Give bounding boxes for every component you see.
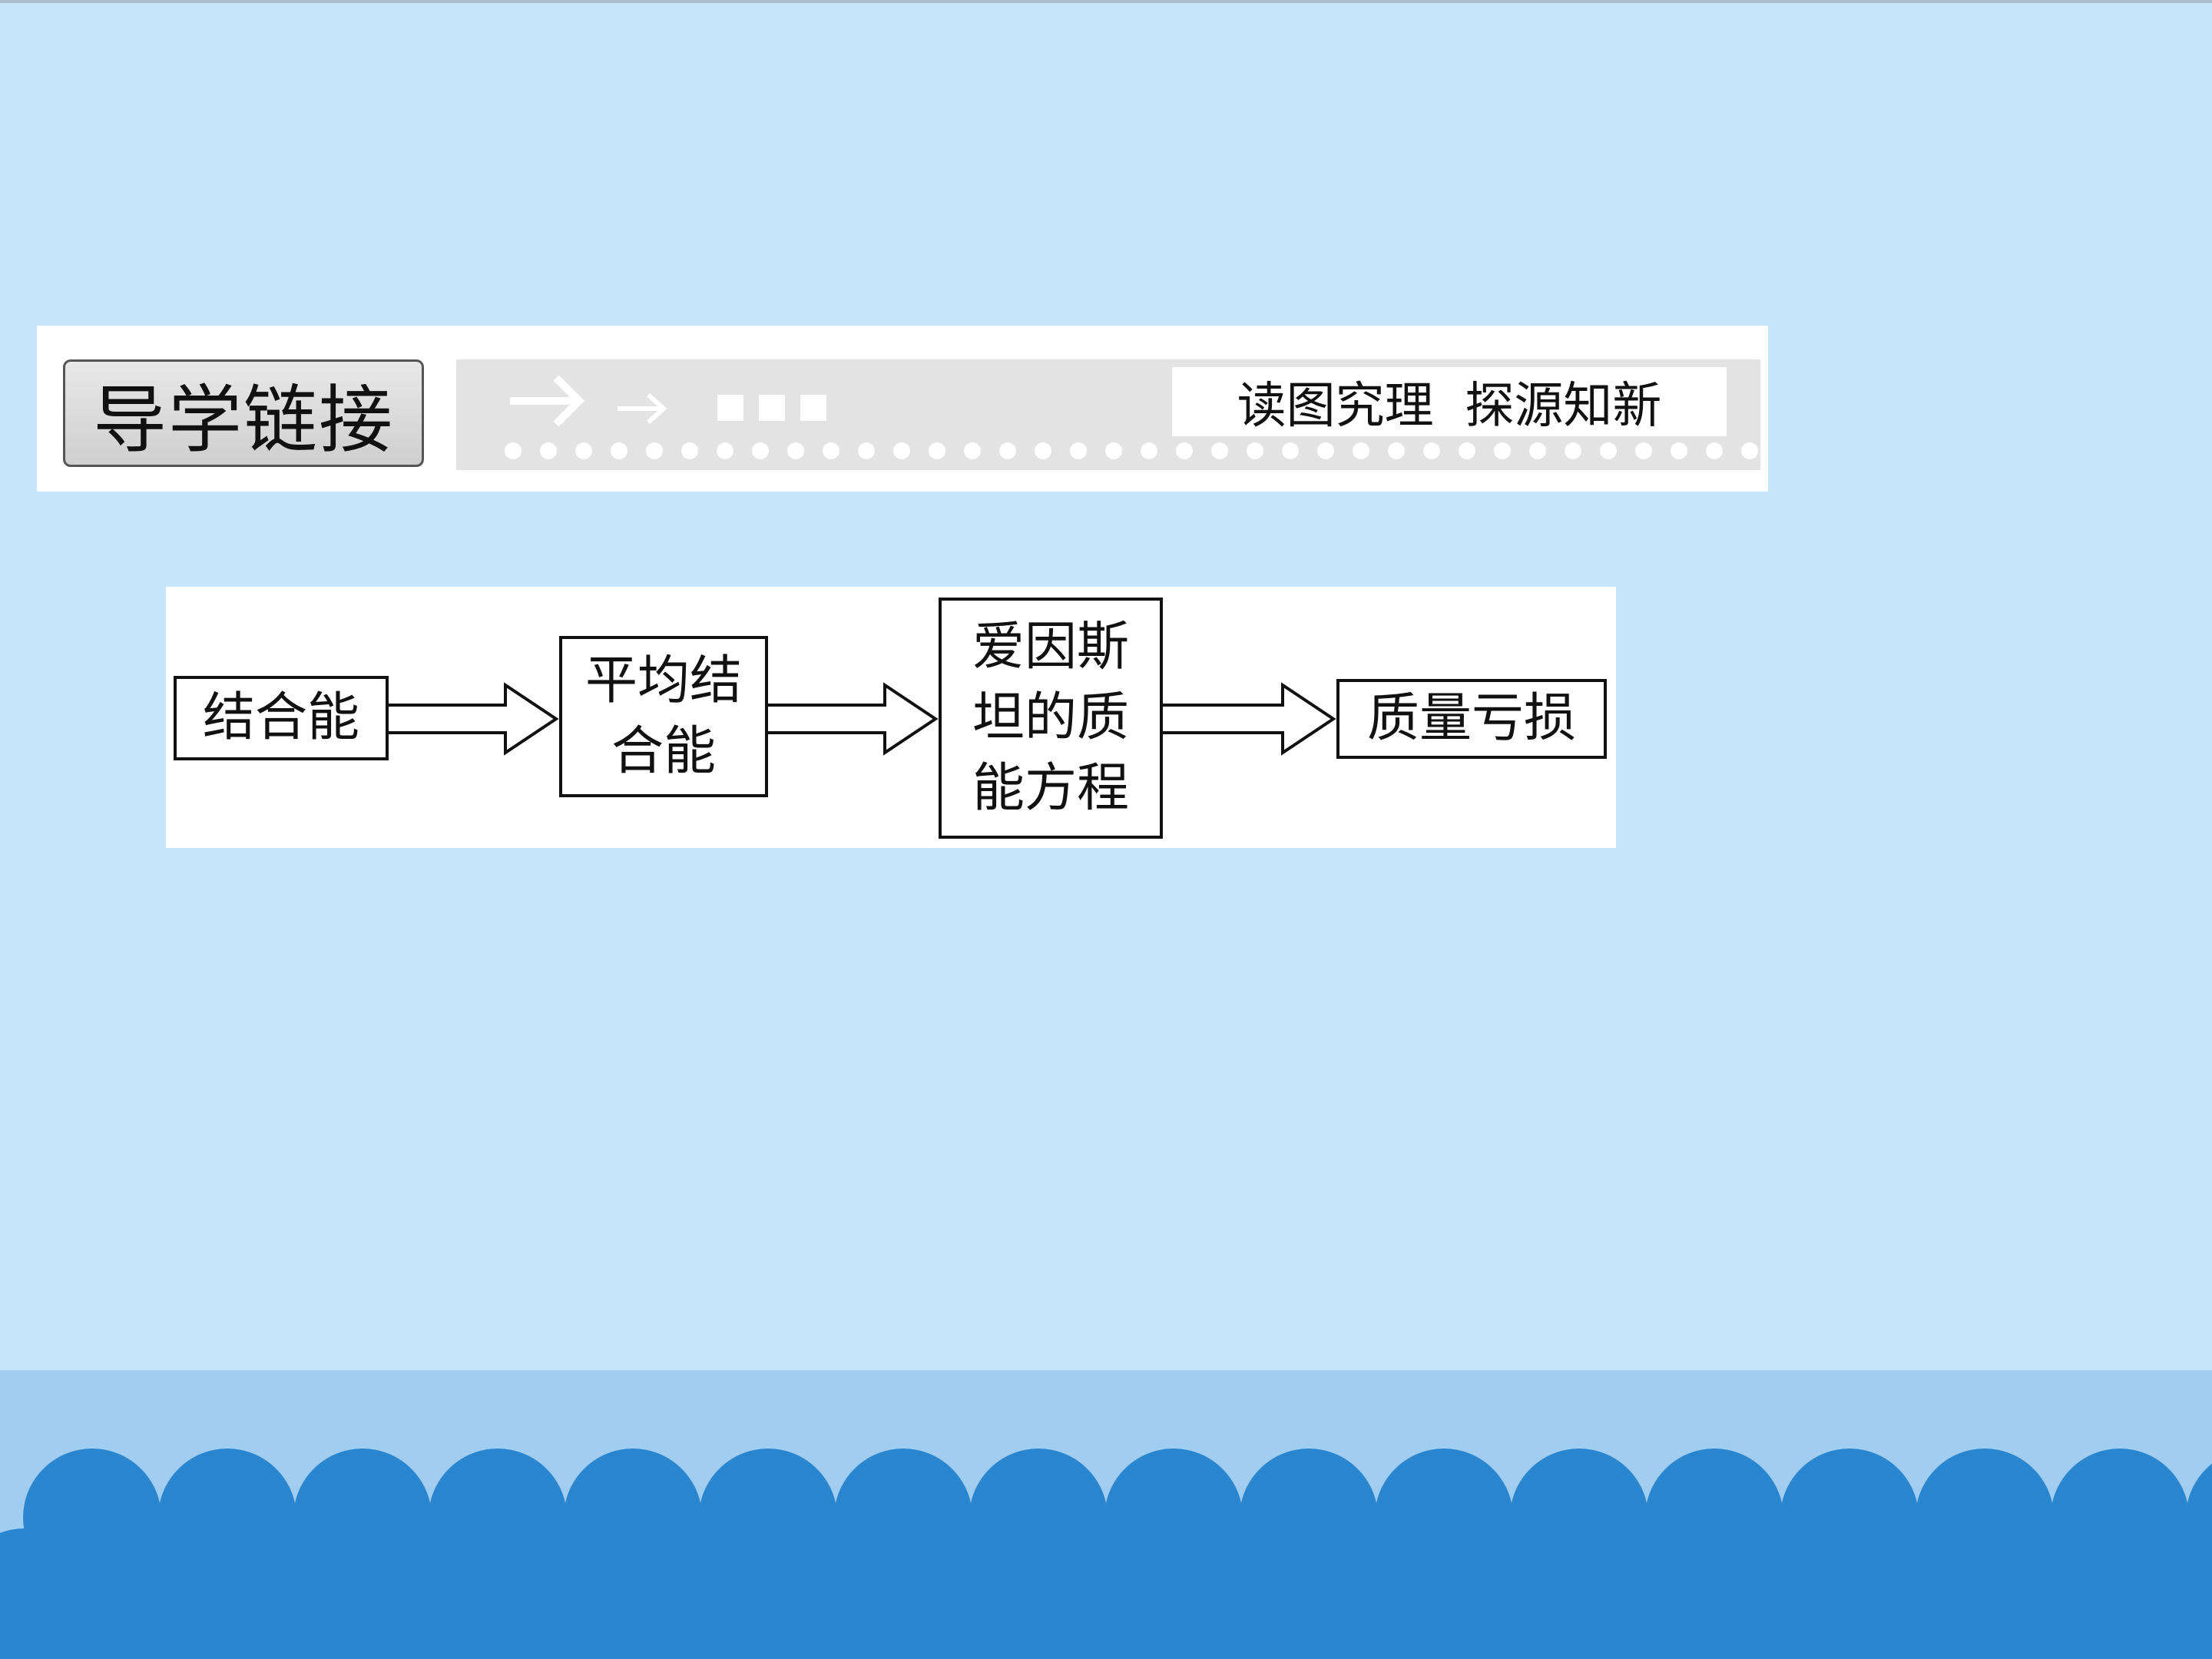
wave-bump — [1442, 1528, 1581, 1659]
dot — [1423, 442, 1440, 459]
dot — [1317, 442, 1334, 459]
dot — [1035, 442, 1051, 459]
dot — [929, 442, 945, 459]
dot-pattern-icon — [505, 442, 1758, 459]
node-average-binding-energy: 平均结 合能 — [559, 636, 768, 797]
node-einstein-mass-energy-equation: 爱因斯 坦的质 能方程 — [939, 598, 1163, 839]
dot — [787, 442, 804, 459]
arrow-icon — [389, 682, 559, 756]
dot — [540, 442, 557, 459]
dot — [1529, 442, 1546, 459]
node-binding-energy: 结合能 — [174, 676, 389, 760]
dot — [1211, 442, 1228, 459]
sea-decoration — [0, 1370, 2212, 1659]
wave-bump — [1172, 1528, 1310, 1659]
dot — [717, 442, 733, 459]
banner-label: 导学链接 — [63, 359, 424, 467]
dot — [1459, 442, 1475, 459]
dot — [1141, 442, 1157, 459]
dot — [1105, 442, 1122, 459]
dot — [1070, 442, 1087, 459]
wave-bump — [1037, 1528, 1175, 1659]
wave-bump — [91, 1528, 229, 1659]
dot — [1635, 442, 1652, 459]
node-line: 合能 — [611, 721, 716, 782]
wave-bump — [1713, 1528, 1851, 1659]
flow-diagram: 结合能 平均结 合能 爱因斯 坦的质 能方程 质量亏损 — [166, 587, 1616, 848]
wave-bump — [631, 1528, 770, 1659]
dot — [1565, 442, 1581, 459]
dot — [999, 442, 1016, 459]
wave-bump — [1307, 1528, 1445, 1659]
wave-bump — [1983, 1528, 2121, 1659]
header-banner: 导学链接 读图究理 探源知新 — [37, 326, 1768, 492]
dot — [1600, 442, 1617, 459]
wave-bump — [767, 1528, 905, 1659]
dot — [681, 442, 698, 459]
dot — [1494, 442, 1511, 459]
dot — [1247, 442, 1263, 459]
dot — [1388, 442, 1405, 459]
wave-bump — [2118, 1528, 2212, 1659]
arrow-icon — [1163, 682, 1336, 756]
node-mass-defect: 质量亏损 — [1336, 679, 1607, 759]
arrow-decoration-icon — [510, 375, 826, 427]
wave-bump — [361, 1528, 499, 1659]
dot — [858, 442, 875, 459]
node-line: 坦的质 — [972, 687, 1129, 748]
dot — [1353, 442, 1369, 459]
dot — [823, 442, 839, 459]
node-line: 平均结 — [584, 651, 742, 711]
wave-bump — [226, 1528, 364, 1659]
dot — [646, 442, 663, 459]
dot — [1176, 442, 1193, 459]
dot — [893, 442, 910, 459]
node-line: 结合能 — [202, 687, 359, 748]
dot — [1706, 442, 1723, 459]
wave-bump — [0, 1528, 94, 1659]
wave-bump — [902, 1528, 1040, 1659]
node-line: 爱因斯 — [972, 617, 1129, 677]
dot — [1282, 442, 1299, 459]
wave-decoration-icon — [0, 1449, 2212, 1659]
banner-strip: 读图究理 探源知新 — [456, 359, 1760, 470]
dot — [505, 442, 522, 459]
top-edge — [0, 0, 2212, 3]
wave-bump — [496, 1528, 634, 1659]
dot — [575, 442, 592, 459]
node-line: 质量亏损 — [1366, 688, 1576, 749]
wave-bump — [1578, 1528, 1716, 1659]
node-line: 能方程 — [972, 758, 1129, 819]
dot — [611, 442, 628, 459]
wave-bump — [1848, 1528, 1986, 1659]
dot — [1741, 442, 1758, 459]
arrow-icon — [768, 682, 939, 756]
banner-subtitle: 读图究理 探源知新 — [1172, 367, 1727, 436]
dot — [1671, 442, 1687, 459]
dot — [752, 442, 769, 459]
dot — [964, 442, 981, 459]
